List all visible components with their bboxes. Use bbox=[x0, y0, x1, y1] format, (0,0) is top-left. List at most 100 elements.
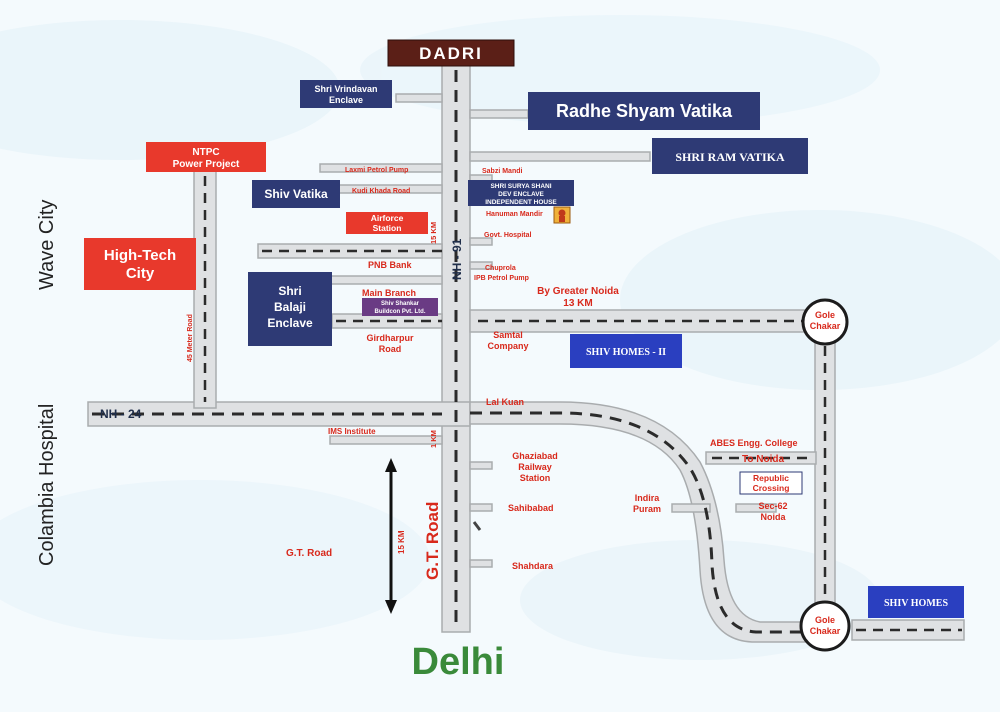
sec62-l1: Sec-62 bbox=[758, 501, 787, 511]
shri-balaji-l1: Shri bbox=[278, 284, 301, 298]
gt-road-vertical-label: G.T. Road bbox=[423, 502, 442, 580]
shiv-homes-label: SHIV HOMES bbox=[884, 598, 948, 609]
surya-shani-l2: DEV ENCLAVE bbox=[498, 191, 544, 198]
govt-hospital-road bbox=[469, 237, 493, 246]
shiv-homes-2-label: SHIV HOMES - II bbox=[586, 347, 666, 358]
dadri-sign: DADRI bbox=[387, 39, 515, 67]
gt-road-left-label: G.T. Road bbox=[286, 548, 332, 559]
road-centerlines bbox=[92, 70, 962, 634]
laxmi-petrol-label: Laxmi Petrol Pump bbox=[345, 167, 408, 174]
shri-vrindavan-box: Shri Vrindavan Enclave bbox=[300, 80, 392, 108]
delhi-label: Delhi bbox=[412, 641, 505, 683]
shahdara-label: Shahdara bbox=[512, 561, 554, 571]
republic-crossing-box: Republic Crossing bbox=[739, 471, 803, 495]
girdharpur-l2: Road bbox=[379, 344, 402, 354]
greater-noida-l2: 13 KM bbox=[563, 298, 592, 309]
shiv-shankar-l2: Buildcon Pvt. Ltd. bbox=[375, 309, 426, 315]
ntpc-l2: Power Project bbox=[173, 159, 240, 170]
gole-chakar-top-l2: Chakar bbox=[810, 321, 841, 331]
hanuman-mandir-icon bbox=[553, 206, 571, 224]
main-branch-label: Main Branch bbox=[362, 288, 416, 298]
gole-chakar-top-circle bbox=[801, 298, 849, 346]
laxmi-road bbox=[319, 163, 443, 173]
shiv-homes-box: SHIV HOMES bbox=[868, 586, 964, 618]
shri-balaji-l3: Enclave bbox=[267, 316, 313, 330]
abes-label: ABES Engg. College bbox=[710, 438, 798, 448]
hanuman-mandir-label: Hanuman Mandir bbox=[486, 211, 543, 218]
shri-ram-box: SHRI RAM VATIKA bbox=[652, 138, 808, 174]
colambia-hospital-label: Colambia Hospital bbox=[36, 404, 58, 566]
to-noida-label: To Noida bbox=[742, 454, 784, 465]
gole-chakar-bottom-l2: Chakar bbox=[810, 626, 841, 636]
shiv-shankar-l1: Shiv Shankar bbox=[381, 301, 420, 307]
wave-city-label: Wave City bbox=[36, 200, 58, 290]
shiv-shankar-box: Shiv Shankar Buildcon Pvt. Ltd. bbox=[362, 298, 438, 316]
girdharpur-l1: Girdharpur bbox=[366, 333, 414, 343]
samtal-l1: Samtal bbox=[493, 330, 523, 340]
sec62-l2: Noida bbox=[760, 512, 786, 522]
meter-road-45-label: 45 Meter Road bbox=[187, 314, 194, 362]
airforce-l2: Station bbox=[373, 223, 402, 233]
indira-puram-l1: Indira bbox=[635, 493, 660, 503]
pnb-side-road bbox=[329, 275, 443, 285]
republic-crossing-l2: Crossing bbox=[753, 483, 790, 493]
gole-chakar-bottom-circle bbox=[799, 600, 851, 652]
radhe-shyam-box: Radhe Shyam Vatika bbox=[528, 92, 760, 130]
radhe-shyam-label: Radhe Shyam Vatika bbox=[556, 101, 733, 121]
dadri-label: DADRI bbox=[419, 44, 483, 63]
ipb-petrol-label: IPB Petrol Pump bbox=[474, 275, 529, 282]
to-noida-road bbox=[705, 451, 817, 465]
gole-chakar-bottom-l1: Gole bbox=[815, 615, 835, 625]
airforce-box: Airforce Station bbox=[346, 212, 428, 234]
ghaziabad-l2: Railway bbox=[518, 462, 552, 472]
high-tech-box: High-Tech City bbox=[84, 238, 196, 290]
high-tech-l1: High-Tech bbox=[104, 247, 176, 264]
ghaziabad-l1: Ghaziabad bbox=[512, 451, 558, 461]
high-tech-l2: City bbox=[126, 265, 155, 282]
surya-shani-box: SHRI SURYA SHANI DEV ENCLAVE INDEPENDENT… bbox=[468, 180, 574, 206]
km-15-top-label: 15 KM bbox=[429, 222, 438, 244]
pnb-bank-label: PNB Bank bbox=[368, 260, 413, 270]
lal-kuan-label: Lal Kuan bbox=[486, 397, 524, 407]
nh91-label: NH - 91 bbox=[450, 238, 464, 280]
shri-vrindavan-l1: Shri Vrindavan bbox=[314, 84, 377, 94]
indira-puram-road bbox=[671, 503, 711, 513]
shri-vrindavan-l2: Enclave bbox=[329, 95, 363, 105]
km-15-bottom-label: 15 KM bbox=[397, 530, 406, 554]
sahibabad-label: Sahibabad bbox=[508, 503, 554, 513]
samtal-l2: Company bbox=[487, 341, 528, 351]
ntpc-box: NTPC Power Project bbox=[146, 142, 266, 172]
shri-balaji-l2: Balaji bbox=[274, 300, 306, 314]
ntpc-l1: NTPC bbox=[192, 147, 219, 158]
nh24-label: NH - 24 bbox=[100, 407, 142, 421]
shiv-vatika-box: Shiv Vatika bbox=[252, 180, 340, 208]
shri-ram-label: SHRI RAM VATIKA bbox=[675, 150, 785, 164]
ghaziabad-road bbox=[469, 461, 493, 470]
surya-shani-l3: INDEPENDENT HOUSE bbox=[485, 199, 557, 206]
shiv-vatika-label: Shiv Vatika bbox=[264, 187, 328, 201]
sabzi-mandi-label: Sabzi Mandi bbox=[482, 168, 523, 175]
gole-chakar-top-l1: Gole bbox=[815, 310, 835, 320]
map-labels: Laxmi Petrol Pump Kudi Khada Road Sabzi … bbox=[100, 167, 798, 580]
airforce-l1: Airforce bbox=[371, 213, 404, 223]
kudi-khada-label: Kudi Khada Road bbox=[352, 188, 410, 195]
surya-shani-l1: SHRI SURYA SHANI bbox=[490, 183, 551, 190]
sahibabad-road bbox=[469, 503, 493, 512]
distance-arrow bbox=[385, 458, 397, 614]
ims-road bbox=[329, 435, 443, 445]
shri-balaji-box: Shri Balaji Enclave bbox=[248, 272, 332, 346]
chuprola-label: Chuprola bbox=[485, 265, 516, 272]
radhe-road bbox=[469, 109, 529, 119]
indira-puram-l2: Puram bbox=[633, 504, 661, 514]
vrindavan-road bbox=[395, 93, 443, 103]
sec62-road bbox=[735, 503, 777, 513]
chuprola-road bbox=[469, 261, 493, 270]
ims-label: IMS Institute bbox=[328, 427, 376, 436]
republic-crossing-l1: Republic bbox=[753, 473, 789, 483]
shahdara-road bbox=[469, 559, 493, 568]
shiv-homes-2-box: SHIV HOMES - II bbox=[570, 334, 682, 368]
shri-ram-road bbox=[469, 151, 651, 162]
nh24-road bbox=[87, 401, 471, 427]
nh91-road bbox=[441, 61, 471, 633]
